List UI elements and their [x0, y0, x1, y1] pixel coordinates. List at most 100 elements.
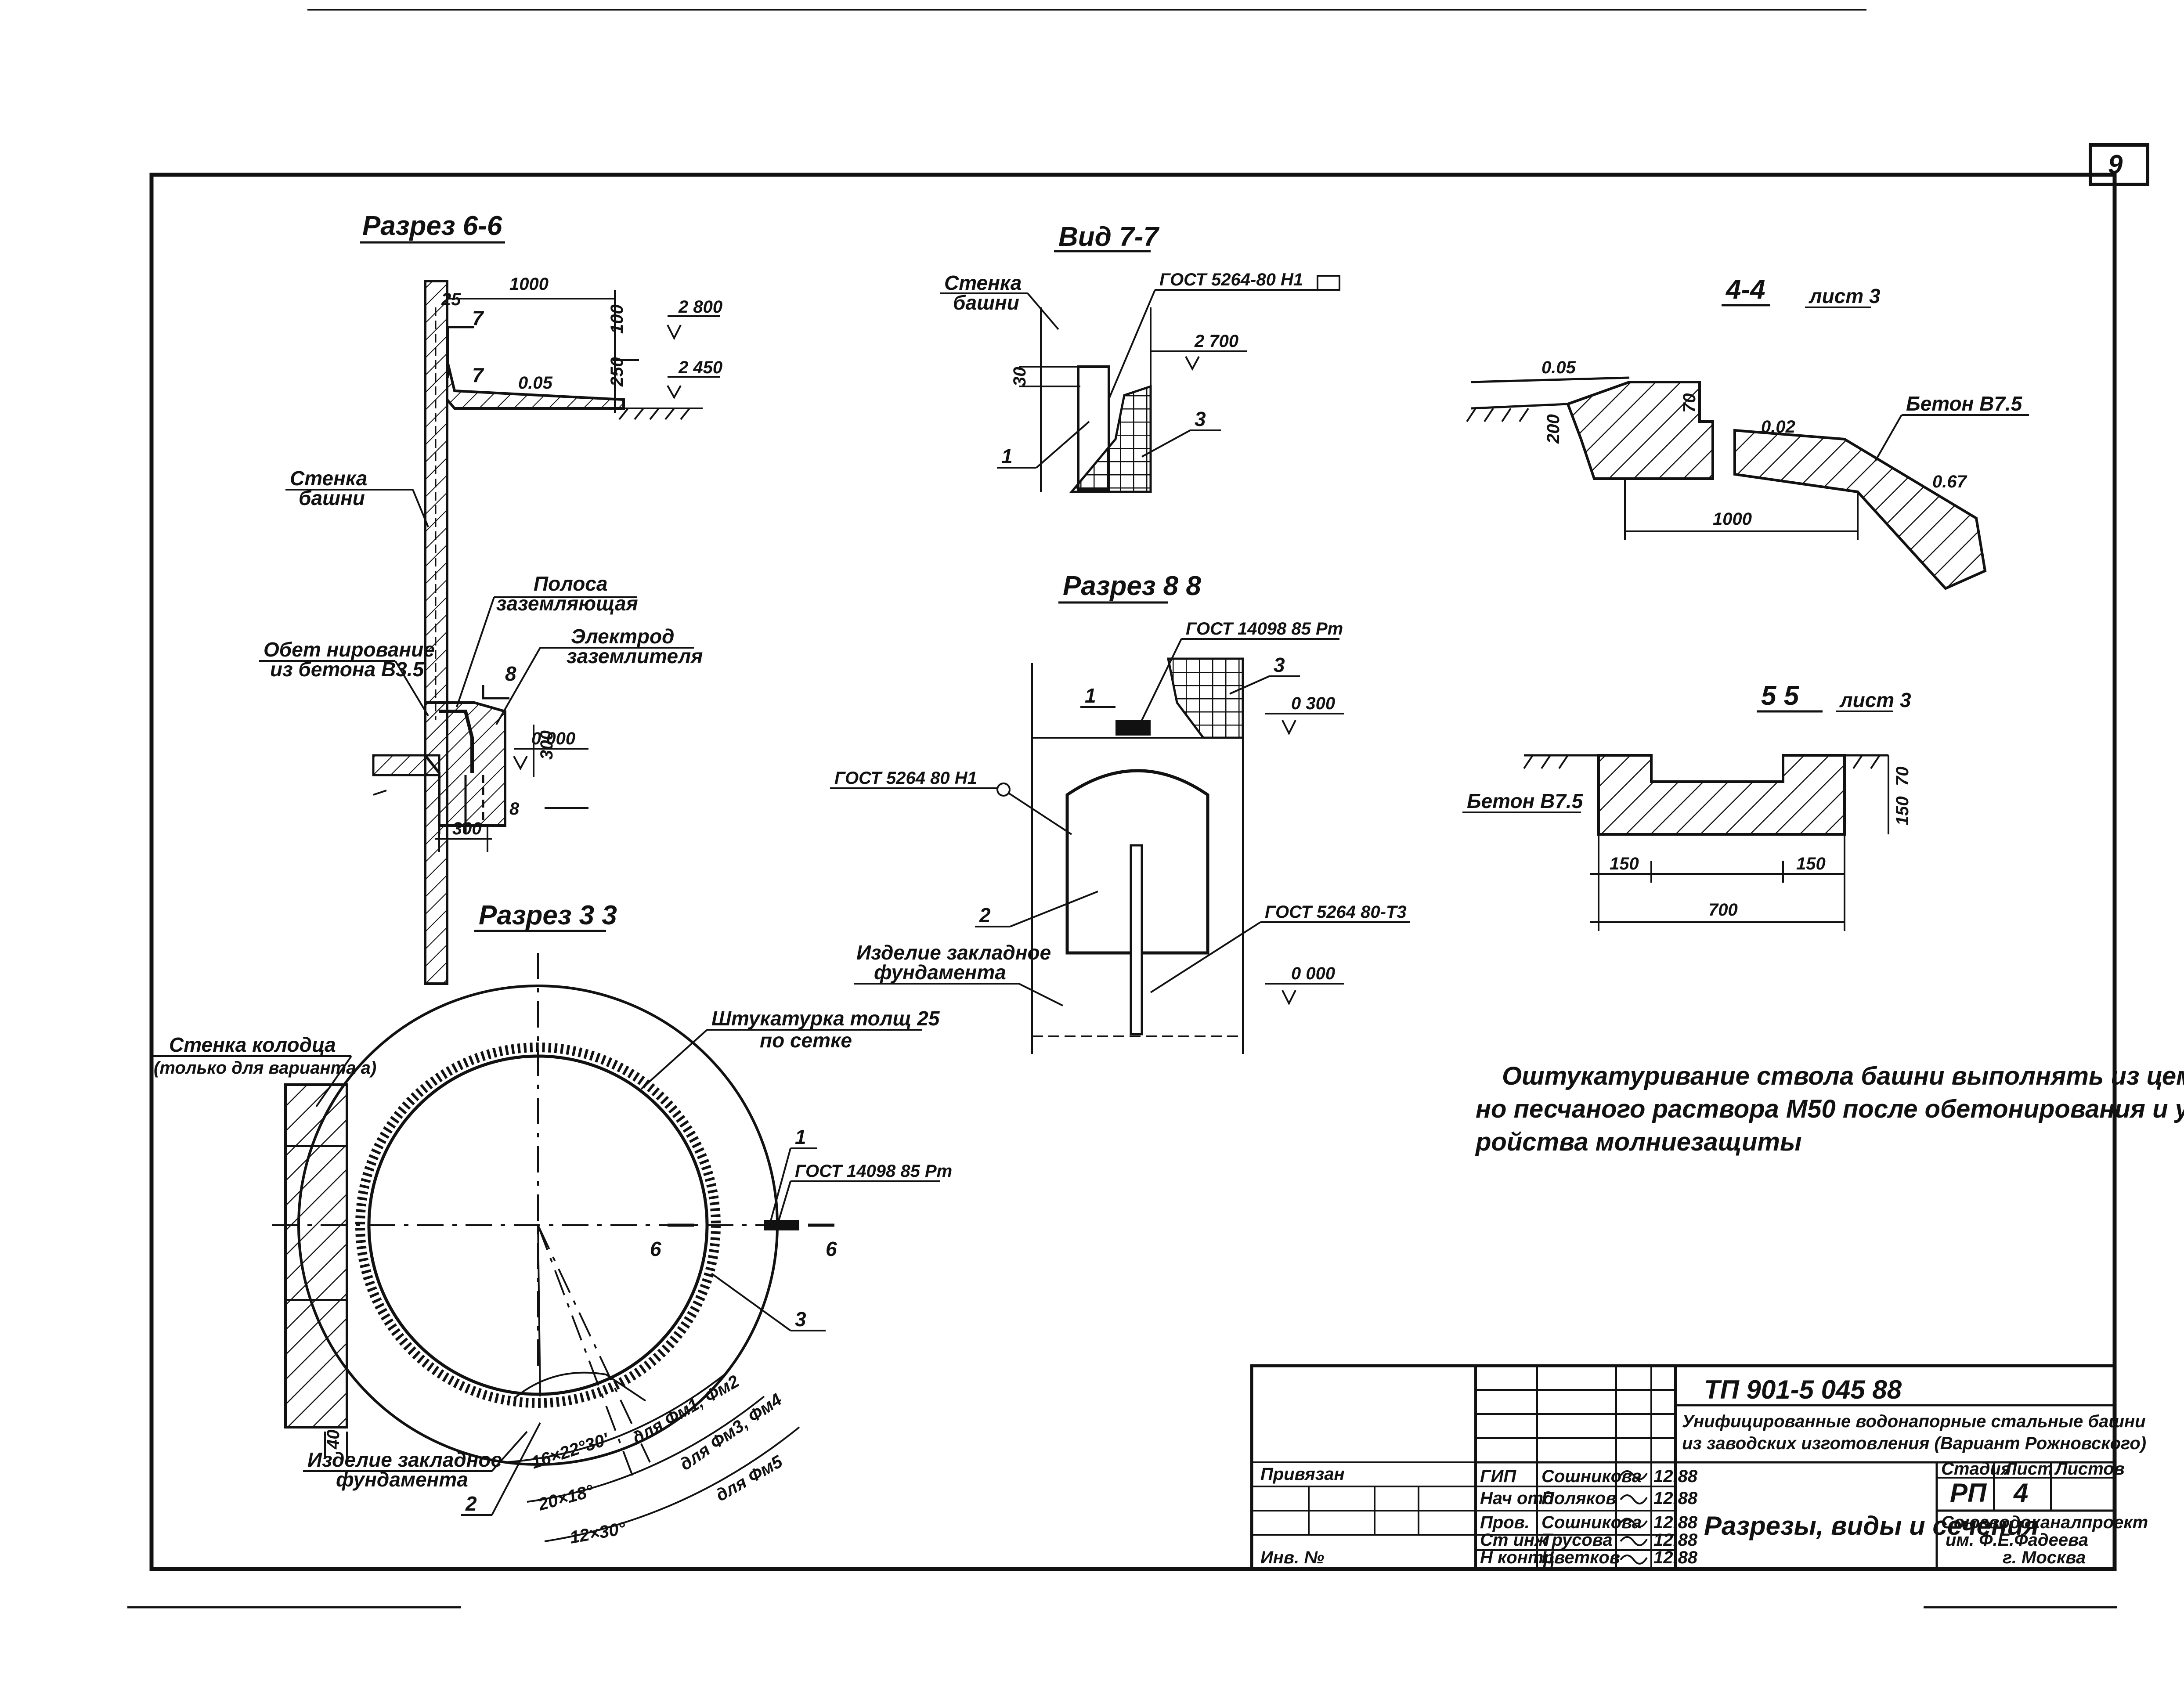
hatched-4-4-b: [1733, 429, 1987, 590]
elev-2700: 2 700: [1194, 332, 1238, 351]
weld-plate-8: [1115, 720, 1151, 736]
mesh-area: [1069, 385, 1152, 493]
elev-0300: 0 300: [1291, 694, 1335, 713]
role-1: Нач отд: [1480, 1489, 1554, 1508]
concrete-44: Бетон В7.5: [1906, 392, 2023, 415]
role-3: Ст инж: [1480, 1530, 1549, 1550]
gost-14098-3: ГОСТ 14098 85 Рm: [795, 1162, 952, 1181]
cut-6-right: 6: [826, 1237, 837, 1260]
dim-150-a: 150: [1610, 854, 1639, 873]
label-embedded-3-1: Изделие закладное: [307, 1448, 502, 1471]
dim-200-44: 200: [1544, 414, 1563, 444]
section-5-5-ref: лист 3: [1839, 689, 1911, 711]
gost-14098-8: ГОСТ 14098 85 Рm: [1186, 619, 1343, 638]
note-line-2: но песчаного раствора М50 после обетонир…: [1476, 1095, 2184, 1123]
section-8-8-title: Разрез 8 8: [1063, 571, 1201, 601]
label-wall-tower-2: башни: [953, 291, 1019, 314]
doc-code: ТП 901-5 045 88: [1704, 1375, 1902, 1404]
date-2: 12.88: [1653, 1513, 1698, 1532]
label-well-1: Стенка колодца: [169, 1033, 336, 1056]
sheet-header: Лист: [2004, 1459, 2053, 1479]
dim-70-55: 70: [1893, 767, 1912, 786]
angle-12x30: 12×30°: [568, 1519, 628, 1548]
date-4: 12.88: [1653, 1548, 1698, 1567]
section-8-8: Разрез 8 8 ГОСТ 14098 85 Рm 1 3 0 300 ГО…: [830, 571, 1410, 1054]
hatched-4-4-a: [1566, 381, 1714, 480]
date-1: 12.88: [1653, 1489, 1698, 1508]
mark-2-s3: 2: [465, 1492, 477, 1515]
date-3: 12.88: [1653, 1530, 1698, 1550]
signature-3: [1620, 1536, 1648, 1546]
mark-3-v7: 3: [1195, 408, 1206, 430]
label-concreting-1: Обет нирование: [264, 638, 435, 661]
cut-8-b: 8: [509, 799, 520, 819]
general-note: Оштукатуривание ствола башни выполнять и…: [1475, 1062, 2184, 1156]
label-strip-1: Полоса: [534, 572, 607, 595]
mark-1-s8: 1: [1085, 684, 1096, 707]
signature-1: [1620, 1494, 1648, 1504]
inv-label: Инв. №: [1260, 1548, 1324, 1567]
view-7-7-title: Вид 7-7: [1058, 222, 1159, 252]
dim-150-b: 150: [1796, 854, 1826, 873]
section-4-4: 4-4 лист 3 0.05 0.02 0.67 Бетон В7.5 100…: [1466, 274, 2029, 590]
elev-2450: 2 450: [678, 358, 722, 377]
name-1: Поляков: [1541, 1489, 1617, 1508]
mark-3-s8: 3: [1274, 653, 1285, 676]
dim-25: 25: [441, 290, 461, 309]
label-strip-2: заземляющая: [496, 592, 638, 615]
concrete-55: Бетон В7.5: [1467, 790, 1584, 812]
stage-value: РП: [1950, 1478, 1987, 1508]
dim-100: 100: [607, 304, 627, 334]
sheet-number: 9: [2108, 150, 2123, 179]
rod-8: [1130, 844, 1143, 1035]
note-line-1: Оштукатуривание ствола башни выполнять и…: [1502, 1062, 2184, 1090]
note-line-3: ройства молниезащиты: [1475, 1128, 1802, 1156]
name-0: Сошникова: [1541, 1467, 1642, 1486]
role-0: ГИП: [1480, 1467, 1516, 1486]
cut-8-a: 8: [505, 662, 516, 685]
dim-40: 40: [324, 1430, 343, 1450]
tower-circle: [367, 1054, 709, 1396]
gost-5264-8: ГОСТ 5264 80 Н1: [834, 768, 977, 788]
cut-6-left: 6: [650, 1237, 661, 1260]
name-4: Цветков: [1541, 1548, 1620, 1567]
section-3-3: Разрез 3 3 Стенка колодца (только для ва…: [152, 900, 952, 1548]
section-3-3-title: Разрез 3 3: [479, 900, 617, 931]
dim-30: 30: [1010, 367, 1029, 387]
role-2: Пров.: [1480, 1513, 1530, 1532]
cut-7-a: 7: [472, 307, 484, 329]
section-6-6: Разрез 6-6 1000 25 100 250 0.05 7 7 2 80…: [259, 211, 722, 985]
slope-005: 0.05: [518, 373, 553, 393]
title-block: ТП 901-5 045 88 Унифицированные водонапо…: [1250, 1364, 2148, 1571]
date-0: 12.88: [1653, 1467, 1698, 1486]
org-line-3: г. Москва: [2003, 1548, 2086, 1567]
org-line-2: им. Ф.Е.Фадеева: [1946, 1530, 2088, 1550]
stage-header: Стадия: [1941, 1459, 2011, 1479]
label-embedded-8-2: фундамента: [874, 961, 1006, 984]
sheets-header: Листов: [2054, 1459, 2125, 1479]
dim-70-44: 70: [1680, 393, 1699, 413]
name-3: Трусова: [1541, 1530, 1613, 1550]
dim-300-h: 300: [452, 819, 482, 838]
elev-0000-a: 0 000: [531, 729, 575, 748]
section-5-5-title: 5 5: [1761, 681, 1800, 711]
section-4-4-title: 4-4: [1725, 274, 1765, 305]
angle-16x22: 16×22°30': [529, 1429, 611, 1473]
section-4-4-ref: лист 3: [1809, 285, 1881, 307]
name-2: Сошникова: [1541, 1513, 1642, 1532]
dim-300-v: 300: [537, 730, 556, 760]
well-wall: [284, 1083, 348, 1428]
gost-5264-t3: ГОСТ 5264 80-Т3: [1265, 902, 1407, 922]
signature-4: [1620, 1555, 1648, 1565]
dim-700: 700: [1708, 900, 1738, 920]
label-electrode-1: Электрод: [571, 625, 675, 648]
dim-1000: 1000: [509, 274, 549, 294]
binding-label: Привязан: [1260, 1465, 1345, 1484]
elev-2800: 2 800: [678, 297, 722, 317]
hatched-5-5: [1597, 754, 1846, 836]
cut-7-b: 7: [472, 364, 484, 386]
mesh-8: [1166, 657, 1244, 739]
view-7-7: Вид 7-7 Стенка башни ГОСТ 5264-80 Н1 30 …: [940, 222, 1340, 493]
org-line-1: Союзводоканалпроект: [1941, 1513, 2148, 1532]
angle-20x18: 20×18°: [536, 1481, 596, 1515]
